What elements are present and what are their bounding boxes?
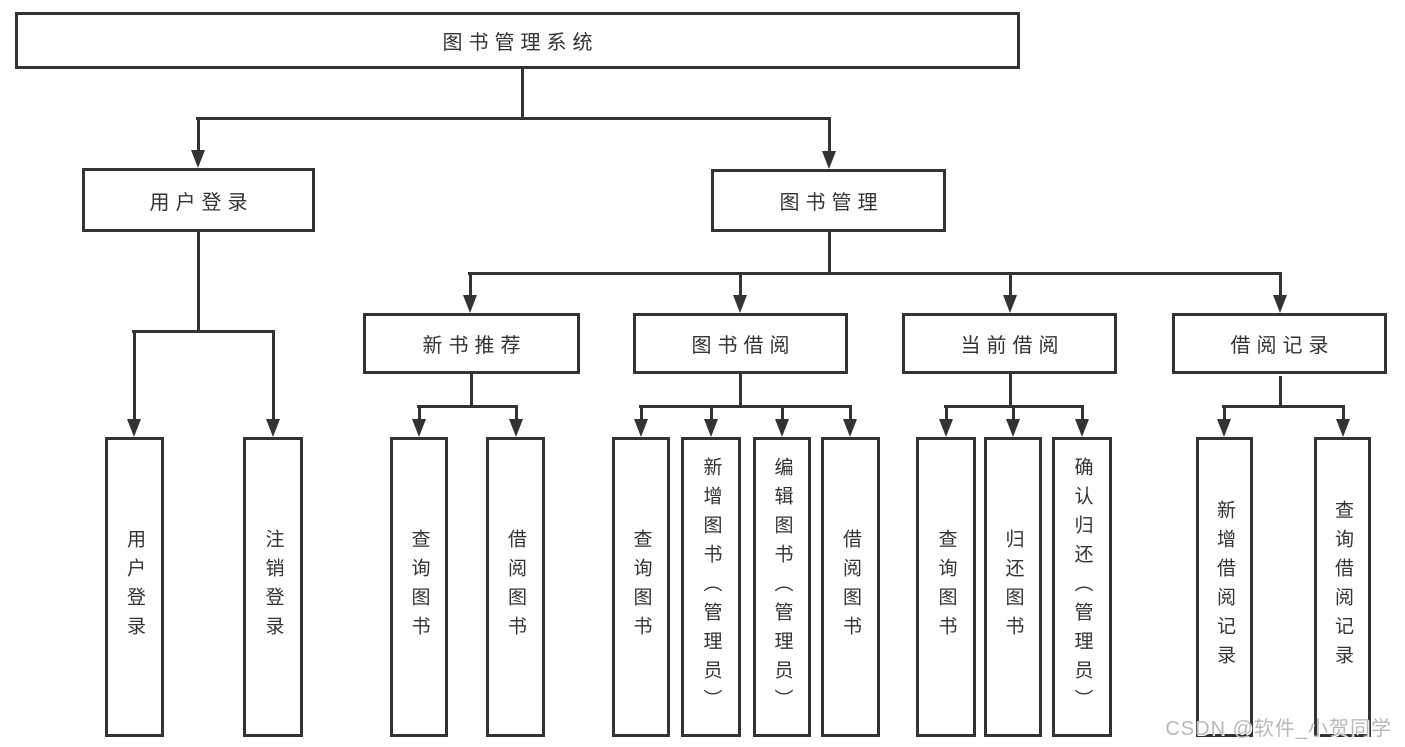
connector-arrow-stem <box>1341 405 1345 423</box>
arrow-down-icon <box>509 419 523 437</box>
connector-arrow-stem <box>639 405 643 423</box>
node-book-borrow: 图书借阅 <box>633 313 848 374</box>
arrow-down-icon <box>127 419 141 437</box>
connector-vertical-line <box>1008 374 1012 408</box>
node-label: 查询图书 <box>630 529 652 645</box>
connector-arrow-stem <box>1008 272 1012 299</box>
arrow-down-icon <box>463 295 477 313</box>
arrow-down-icon <box>704 419 718 437</box>
node-label: 图书管理 <box>779 192 884 214</box>
node-label: 用户登录 <box>149 191 254 214</box>
node-label: 编辑图书（管理员） <box>771 456 793 718</box>
arrow-down-icon <box>191 150 205 168</box>
arrow-down-icon <box>1336 419 1350 437</box>
node-label: 新增借阅记录 <box>1214 500 1235 674</box>
node-label: 借阅图书 <box>505 529 526 645</box>
arrow-down-icon <box>939 419 953 437</box>
connector-vertical-line <box>827 232 831 275</box>
leaf-query-books-3: 查询图书 <box>916 437 976 737</box>
leaf-add-book-admin: 新增图书（管理员） <box>681 437 741 737</box>
arrow-down-icon <box>822 151 836 169</box>
node-label: 注销登录 <box>262 529 284 645</box>
arrow-down-icon <box>1003 295 1017 313</box>
connector-arrow-stem <box>1222 405 1226 423</box>
leaf-logout: 注销登录 <box>243 437 303 737</box>
connector-arrow-stem <box>1011 405 1015 423</box>
connector-arrow-stem <box>468 272 472 299</box>
connector-arrow-stem <box>271 330 275 423</box>
leaf-borrow-books-2: 借阅图书 <box>821 437 880 737</box>
arrow-down-icon <box>1273 295 1287 313</box>
connector-horizontal-line <box>468 272 1282 275</box>
node-label: 查询图书 <box>408 529 430 645</box>
leaf-return-book: 归还图书 <box>984 437 1042 737</box>
connector-arrow-stem <box>514 405 518 423</box>
leaf-query-books-1: 查询图书 <box>390 437 448 737</box>
node-label: 查询借阅记录 <box>1332 500 1353 674</box>
node-label: 图书管理系统 <box>442 32 599 54</box>
arrow-down-icon <box>733 295 747 313</box>
connector-arrow-stem <box>848 405 852 423</box>
node-label: 查询图书 <box>935 529 957 645</box>
arrow-down-icon <box>266 419 280 437</box>
node-label: 用户登录 <box>124 529 145 645</box>
arrow-down-icon <box>775 419 789 437</box>
connector-horizontal-line <box>1222 405 1345 408</box>
connector-horizontal-line <box>417 405 518 408</box>
node-label: 当前借阅 <box>960 335 1065 357</box>
connector-vertical-line <box>1278 376 1282 408</box>
connector-arrow-stem <box>709 405 713 423</box>
arrow-down-icon <box>1075 419 1089 437</box>
arrow-down-icon <box>1006 419 1020 437</box>
node-borrow-records: 借阅记录 <box>1172 313 1387 374</box>
watermark: CSDN @软件_小贺同学 <box>1165 718 1392 740</box>
connector-horizontal-line <box>639 405 852 408</box>
connector-vertical-line <box>196 232 200 333</box>
arrow-down-icon <box>412 419 426 437</box>
connector-horizontal-line <box>944 405 1084 408</box>
connector-arrow-stem <box>738 272 742 299</box>
connector-horizontal-line <box>196 117 831 120</box>
leaf-query-borrow-record: 查询借阅记录 <box>1314 437 1371 737</box>
connector-arrow-stem <box>132 330 136 423</box>
node-label: 确认归还（管理员） <box>1071 456 1093 718</box>
node-new-book-recommend: 新书推荐 <box>363 313 580 374</box>
node-label: 归还图书 <box>1002 529 1024 645</box>
node-user-login: 用户登录 <box>82 168 315 232</box>
connector-arrow-stem <box>827 117 831 155</box>
leaf-confirm-return-admin: 确认归还（管理员） <box>1052 437 1112 737</box>
node-library-system: 图书管理系统 <box>15 12 1020 69</box>
connector-arrow-stem <box>417 405 421 423</box>
connector-vertical-line <box>469 374 473 408</box>
node-label: 新书推荐 <box>422 335 527 357</box>
leaf-query-books-2: 查询图书 <box>612 437 670 737</box>
node-book-management: 图书管理 <box>711 169 946 232</box>
connector-arrow-stem <box>944 405 948 423</box>
connector-vertical-line <box>520 69 524 120</box>
node-label: 图书借阅 <box>691 335 796 357</box>
arrow-down-icon <box>634 419 648 437</box>
arrow-down-icon <box>843 419 857 437</box>
node-label: 新增图书（管理员） <box>700 456 722 718</box>
connector-arrow-stem <box>780 405 784 423</box>
node-label: 借阅记录 <box>1230 335 1335 357</box>
connector-arrow-stem <box>1278 272 1282 299</box>
leaf-edit-book-admin: 编辑图书（管理员） <box>753 437 811 737</box>
leaf-borrow-books-1: 借阅图书 <box>486 437 545 737</box>
connector-vertical-line <box>738 374 742 408</box>
arrow-down-icon <box>1217 419 1231 437</box>
connector-horizontal-line <box>132 330 275 333</box>
node-current-borrow: 当前借阅 <box>902 313 1117 374</box>
leaf-user-login: 用户登录 <box>105 437 164 737</box>
leaf-add-borrow-record: 新增借阅记录 <box>1196 437 1253 737</box>
connector-arrow-stem <box>196 117 200 154</box>
connector-arrow-stem <box>1080 405 1084 423</box>
node-label: 借阅图书 <box>840 529 861 645</box>
